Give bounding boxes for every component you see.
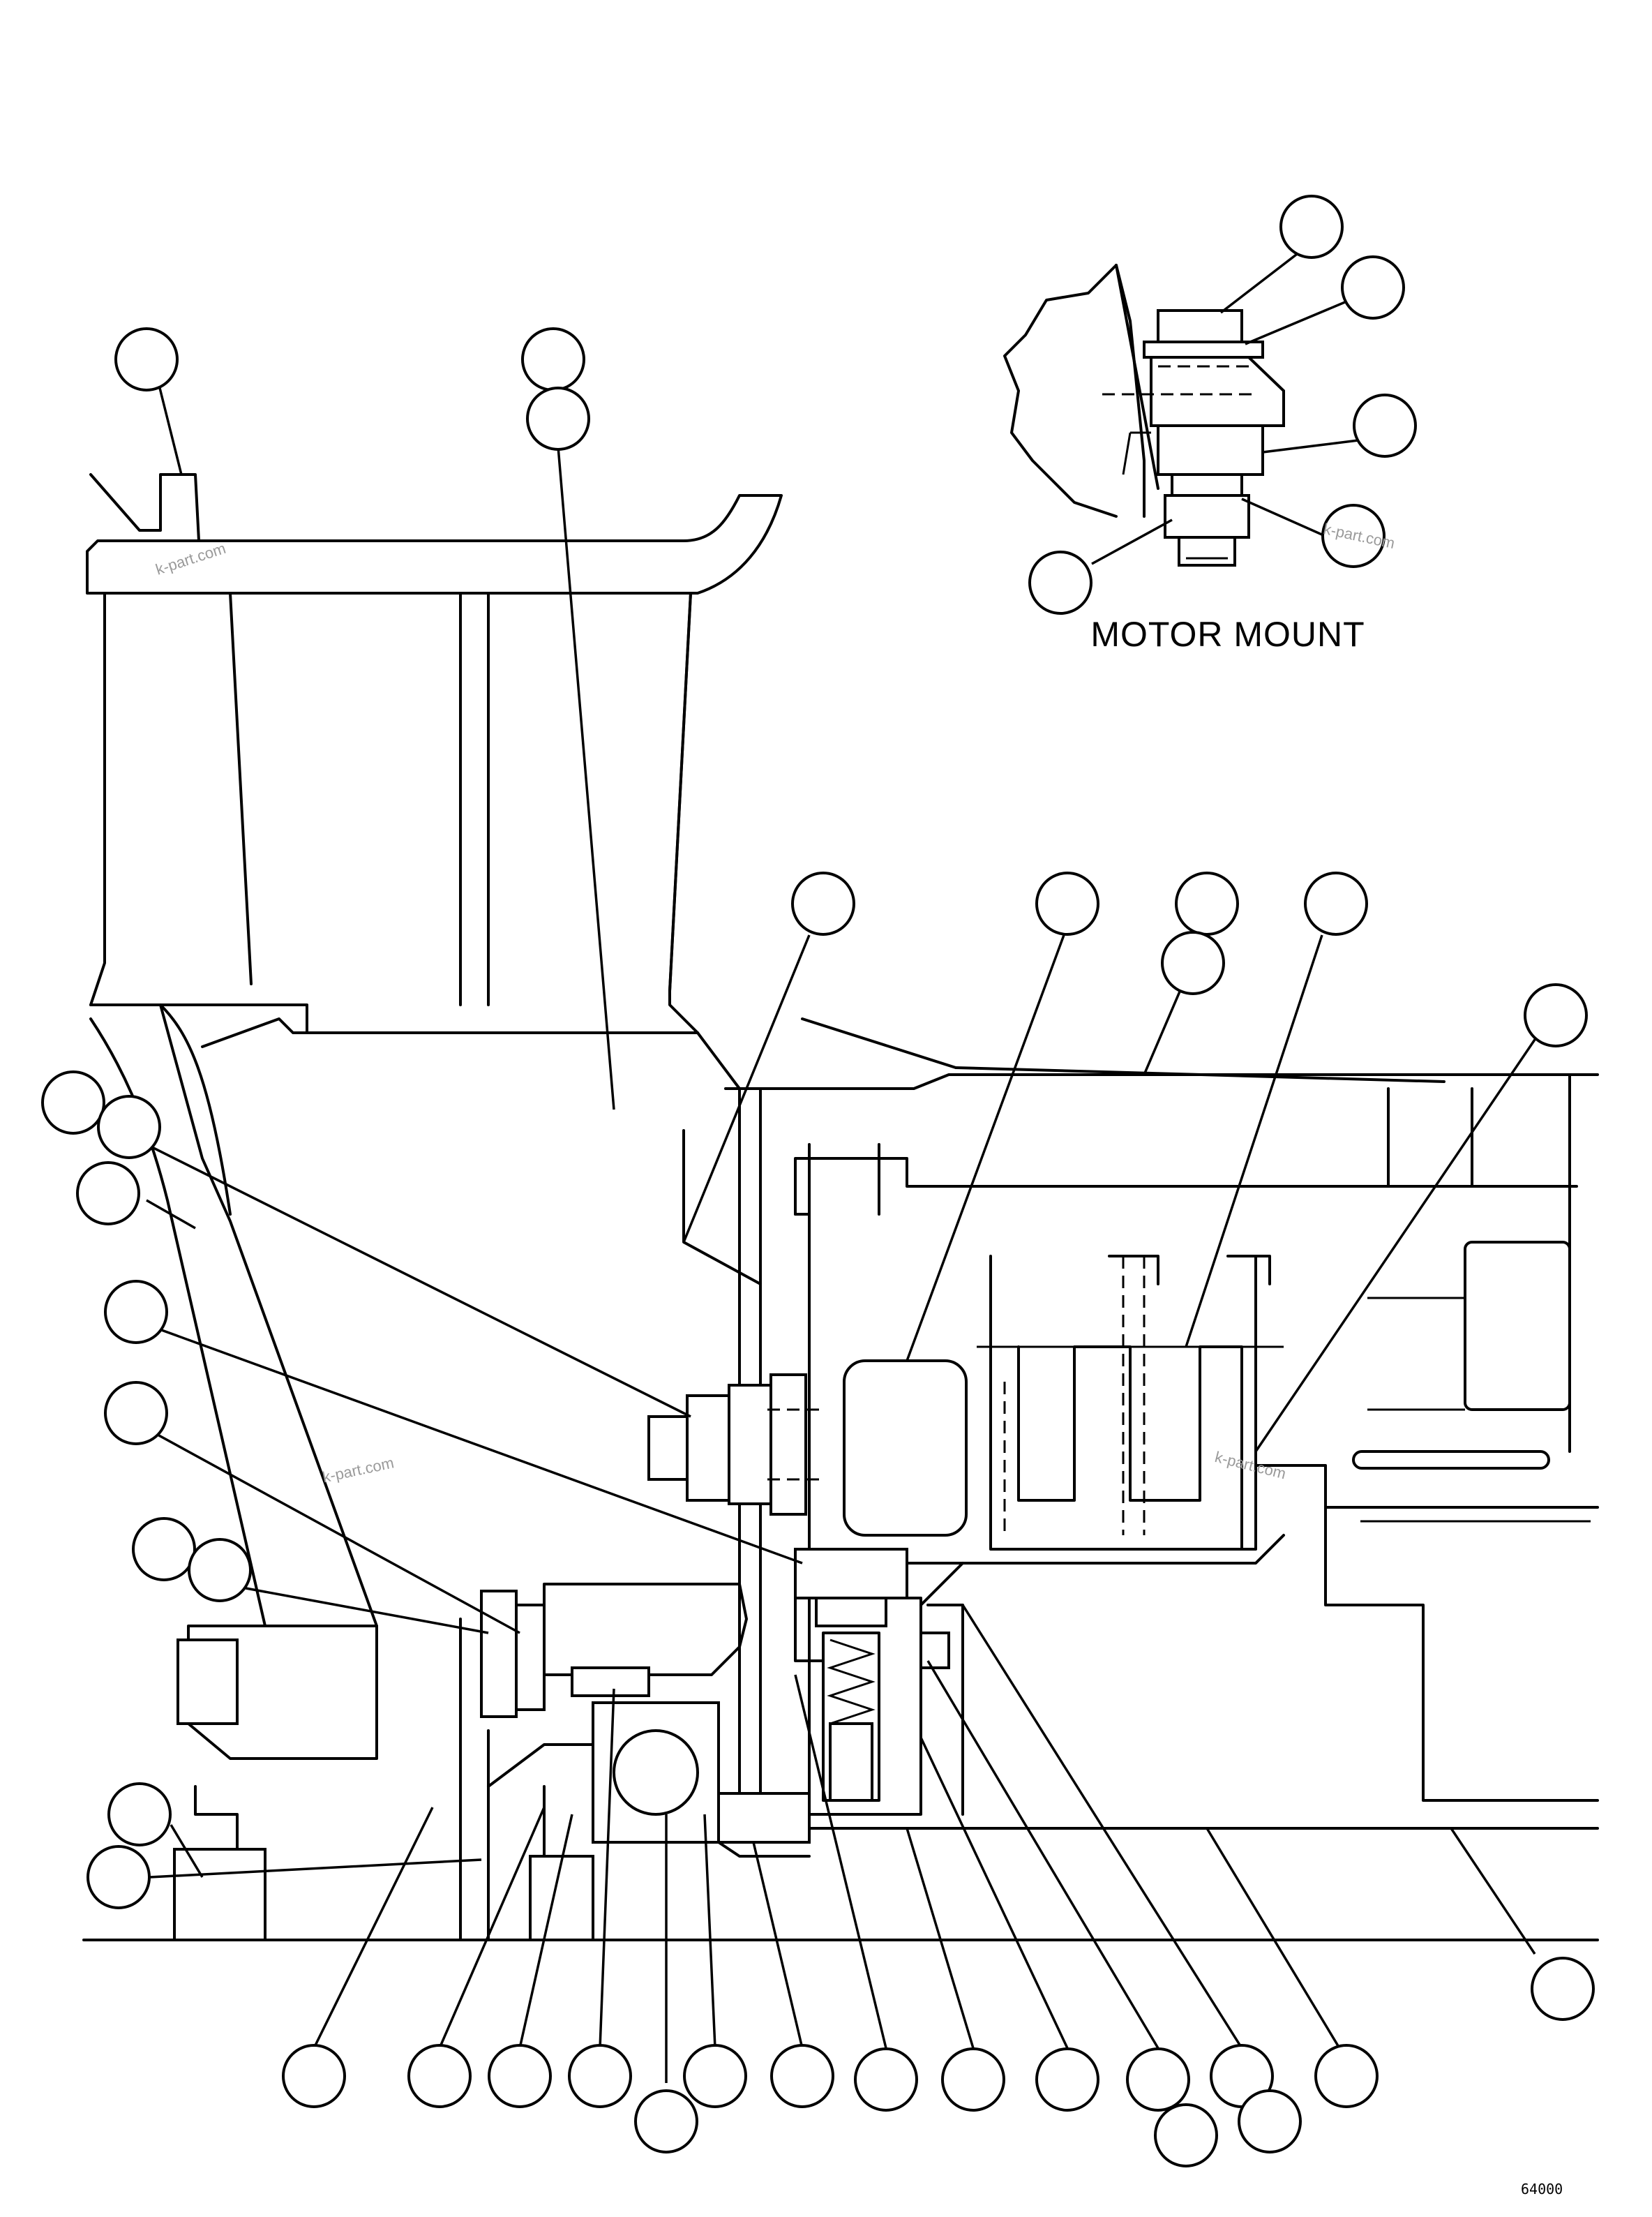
- callout-circle: [488, 2044, 552, 2108]
- callout-circle: [1531, 1957, 1595, 2021]
- callout-circle: [282, 2044, 346, 2108]
- callout-circle: [87, 1845, 151, 1909]
- callout-circle: [1161, 931, 1225, 995]
- leader-lines: [146, 376, 1543, 2083]
- callout-circle: [683, 2044, 747, 2108]
- callout-circle: [1279, 195, 1344, 259]
- callout-circle: [97, 1095, 161, 1159]
- callout-circle: [1035, 2047, 1099, 2112]
- callout-circle: [1028, 551, 1092, 615]
- callout-circle: [854, 2047, 918, 2112]
- callout-circle: [1154, 2103, 1218, 2167]
- callout-circle: [114, 327, 179, 391]
- callout-circle: [104, 1381, 168, 1445]
- motor-mount-inset: [1003, 195, 1417, 615]
- callout-circle: [1353, 394, 1417, 458]
- callout-circle: [1175, 872, 1239, 936]
- callout-circle: [1321, 504, 1386, 568]
- main-assembly: [82, 473, 1599, 1941]
- callout-circle: [104, 1280, 168, 1344]
- callout-circle: [1304, 872, 1368, 936]
- callout-circle: [1238, 2089, 1302, 2153]
- callout-circle: [188, 1538, 252, 1602]
- callout-circle: [941, 2047, 1005, 2112]
- callout-circle: [407, 2044, 472, 2108]
- callouts: [41, 327, 1595, 2167]
- callout-circle: [1524, 983, 1588, 1047]
- callout-circle: [132, 1517, 196, 1581]
- callout-circle: [521, 327, 585, 391]
- callout-circle: [568, 2044, 632, 2108]
- callout-circle: [107, 1782, 172, 1846]
- callout-circle: [1314, 2044, 1379, 2108]
- callout-circle: [1035, 872, 1099, 936]
- callout-circle: [1341, 255, 1405, 320]
- callout-circle: [526, 387, 590, 451]
- callout-circle: [770, 2044, 834, 2108]
- inset-caption: MOTOR MOUNT: [1090, 615, 1365, 654]
- callout-circle: [41, 1070, 105, 1135]
- callout-circle: [634, 2089, 698, 2153]
- figure-number: 64000: [1521, 2181, 1563, 2197]
- callout-circle: [76, 1161, 140, 1225]
- callout-circle: [791, 872, 855, 936]
- callout-circle: [1126, 2047, 1190, 2112]
